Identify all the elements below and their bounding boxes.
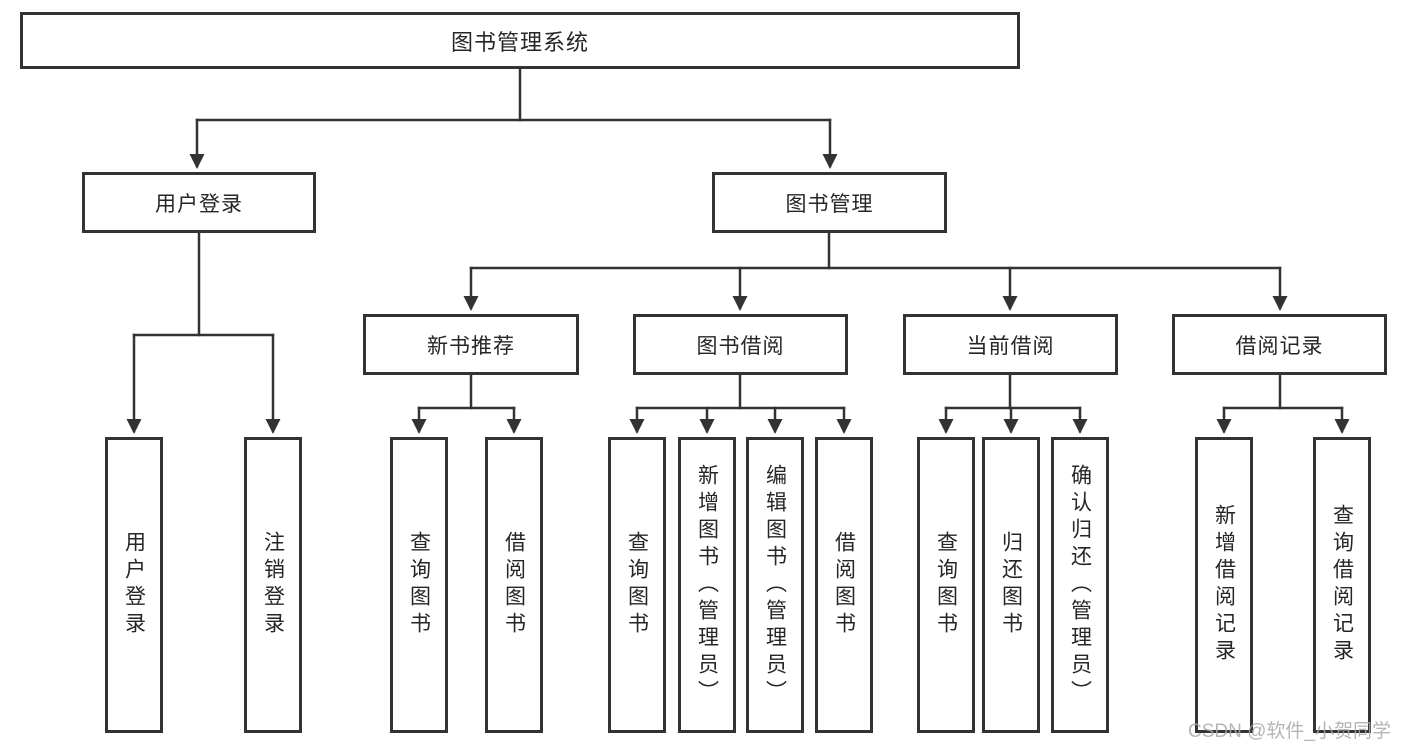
node-user-login-label: 用户登录: [155, 192, 243, 216]
node-borrow-records-label: 借阅记录: [1235, 334, 1324, 358]
node-return-book: 归还图书: [982, 437, 1040, 733]
node-new-book-recommend: 新书推荐: [363, 314, 579, 375]
connector-book-management-branch: [463, 231, 1288, 311]
node-add-borrow-record: 新增借阅记录: [1195, 437, 1253, 733]
node-book-management: 图书管理: [712, 172, 947, 233]
node-logout-label: 注销登录: [261, 531, 285, 639]
node-current-borrow: 当前借阅: [903, 314, 1118, 375]
node-user-login: 用户登录: [82, 172, 316, 233]
node-edit-book-admin: 编辑图书（管理员）: [746, 437, 804, 733]
connector-new-book-recommend: [411, 373, 522, 434]
node-root-label: 图书管理系统: [450, 29, 589, 55]
node-return-book-label: 归还图书: [999, 531, 1023, 639]
node-borrow-records: 借阅记录: [1172, 314, 1387, 375]
node-logout: 注销登录: [244, 437, 302, 733]
node-add-book-admin-label: 新增图书（管理员）: [695, 463, 719, 707]
node-user-login-leaf: 用户登录: [105, 437, 163, 733]
node-borrow-books-leaf-label: 借阅图书: [832, 531, 856, 639]
node-book-borrow: 图书借阅: [633, 314, 848, 375]
node-add-borrow-record-label: 新增借阅记录: [1212, 504, 1236, 666]
watermark: CSDN @软件_小贺同学: [1188, 721, 1391, 742]
node-query-books-current: 查询图书: [917, 437, 975, 733]
connector-user-login-branch: [126, 231, 281, 434]
node-query-books-borrow: 查询图书: [608, 437, 666, 733]
node-edit-book-admin-label: 编辑图书（管理员）: [763, 463, 787, 707]
node-confirm-return-admin: 确认归还（管理员）: [1051, 437, 1109, 733]
node-confirm-return-admin-label: 确认归还（管理员）: [1068, 463, 1092, 707]
node-query-books-recommend: 查询图书: [390, 437, 448, 733]
node-query-books-recommend-label: 查询图书: [407, 531, 431, 639]
node-query-books-current-label: 查询图书: [934, 531, 958, 639]
node-add-book-admin: 新增图书（管理员）: [678, 437, 736, 733]
node-borrow-books-recommend-label: 借阅图书: [502, 531, 526, 639]
connector-book-borrow: [629, 373, 852, 434]
node-book-management-label: 图书管理: [785, 192, 874, 216]
connector-borrow-records: [1216, 373, 1350, 434]
node-user-login-leaf-label: 用户登录: [122, 531, 146, 639]
node-borrow-books-leaf: 借阅图书: [815, 437, 873, 733]
connector-current-borrow: [938, 373, 1088, 434]
node-new-book-recommend-label: 新书推荐: [427, 334, 515, 358]
node-query-borrow-record: 查询借阅记录: [1313, 437, 1371, 733]
node-book-borrow-label: 图书借阅: [696, 334, 785, 358]
node-query-borrow-record-label: 查询借阅记录: [1330, 504, 1354, 666]
node-borrow-books-recommend: 借阅图书: [485, 437, 543, 733]
node-current-borrow-label: 当前借阅: [966, 334, 1055, 358]
connector-root-to-level2: [189, 67, 838, 169]
node-root: 图书管理系统: [20, 12, 1020, 69]
node-query-books-borrow-label: 查询图书: [625, 531, 649, 639]
